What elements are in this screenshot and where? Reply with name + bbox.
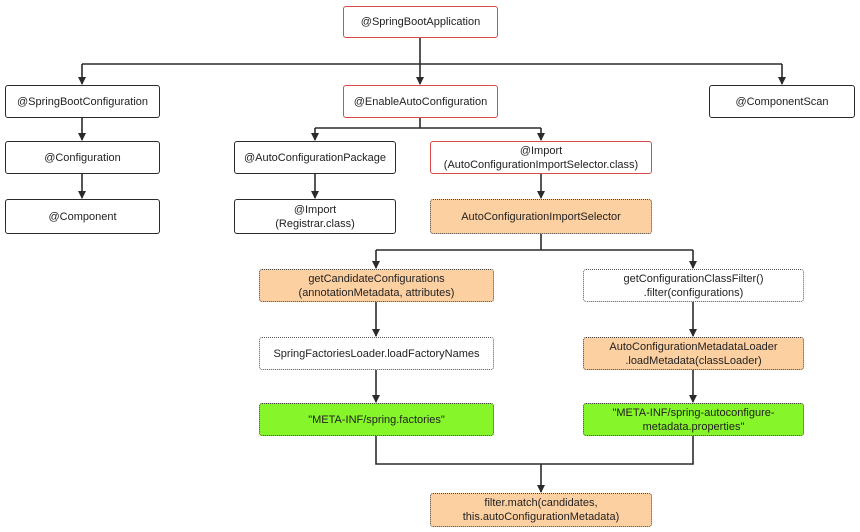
filter-match-node: filter.match(candidates, this.autoConfig… <box>430 493 652 527</box>
import-selector-node: @Import (AutoConfigurationImportSelector… <box>430 141 652 174</box>
autoconfigure-metadata-file-node: "META-INF/spring-autoconfigure- metadata… <box>583 403 804 436</box>
filter-match-label: filter.match(candidates, this.autoConfig… <box>462 497 620 523</box>
component-node: @Component <box>5 199 160 234</box>
autoconfigure-metadata-file-label: "META-INF/spring-autoconfigure- metadata… <box>612 406 775 433</box>
spring-boot-configuration-node: @SpringBootConfiguration <box>5 85 160 118</box>
spring-factories-loader-label: SpringFactoriesLoader.loadFactoryNames <box>273 347 480 360</box>
get-configuration-class-filter-node: getConfigurationClassFilter() .filter(co… <box>583 269 804 302</box>
import-registrar-node: @Import (Registrar.class) <box>234 199 396 234</box>
auto-configuration-package-node: @AutoConfigurationPackage <box>234 141 396 174</box>
import-selector-label: @Import (AutoConfigurationImportSelector… <box>443 144 639 171</box>
auto-configuration-package-label: @AutoConfigurationPackage <box>243 151 387 164</box>
connector-left-merge <box>375 436 541 465</box>
enable-auto-configuration-node: @EnableAutoConfiguration <box>343 85 498 118</box>
metadata-loader-node: AutoConfigurationMetadataLoader .loadMet… <box>583 337 804 370</box>
component-scan-node: @ComponentScan <box>709 85 855 118</box>
spring-boot-configuration-label: @SpringBootConfiguration <box>16 95 149 108</box>
component-scan-label: @ComponentScan <box>735 95 829 108</box>
get-candidate-configurations-node: getCandidateConfigurations (annotationMe… <box>259 269 494 302</box>
connector-right-merge <box>541 436 694 465</box>
spring-factories-loader-node: SpringFactoriesLoader.loadFactoryNames <box>259 337 494 370</box>
auto-configuration-import-selector-node: AutoConfigurationImportSelector <box>430 199 652 234</box>
import-registrar-label: @Import (Registrar.class) <box>275 203 355 230</box>
auto-configuration-import-selector-label: AutoConfigurationImportSelector <box>461 210 621 223</box>
get-configuration-class-filter-label: getConfigurationClassFilter() .filter(co… <box>623 272 764 299</box>
component-label: @Component <box>48 210 117 223</box>
spring-factories-file-node: "META-INF/spring.factories" <box>259 403 494 436</box>
configuration-label: @Configuration <box>44 151 121 164</box>
metadata-loader-label: AutoConfigurationMetadataLoader .loadMet… <box>609 340 778 367</box>
spring-boot-application-node: @SpringBootApplication <box>343 6 498 38</box>
spring-factories-file-label: "META-INF/spring.factories" <box>308 413 445 426</box>
configuration-node: @Configuration <box>5 141 160 174</box>
get-candidate-configurations-label: getCandidateConfigurations (annotationMe… <box>298 272 455 299</box>
enable-auto-configuration-label: @EnableAutoConfiguration <box>353 95 488 108</box>
spring-boot-application-label: @SpringBootApplication <box>360 16 481 28</box>
